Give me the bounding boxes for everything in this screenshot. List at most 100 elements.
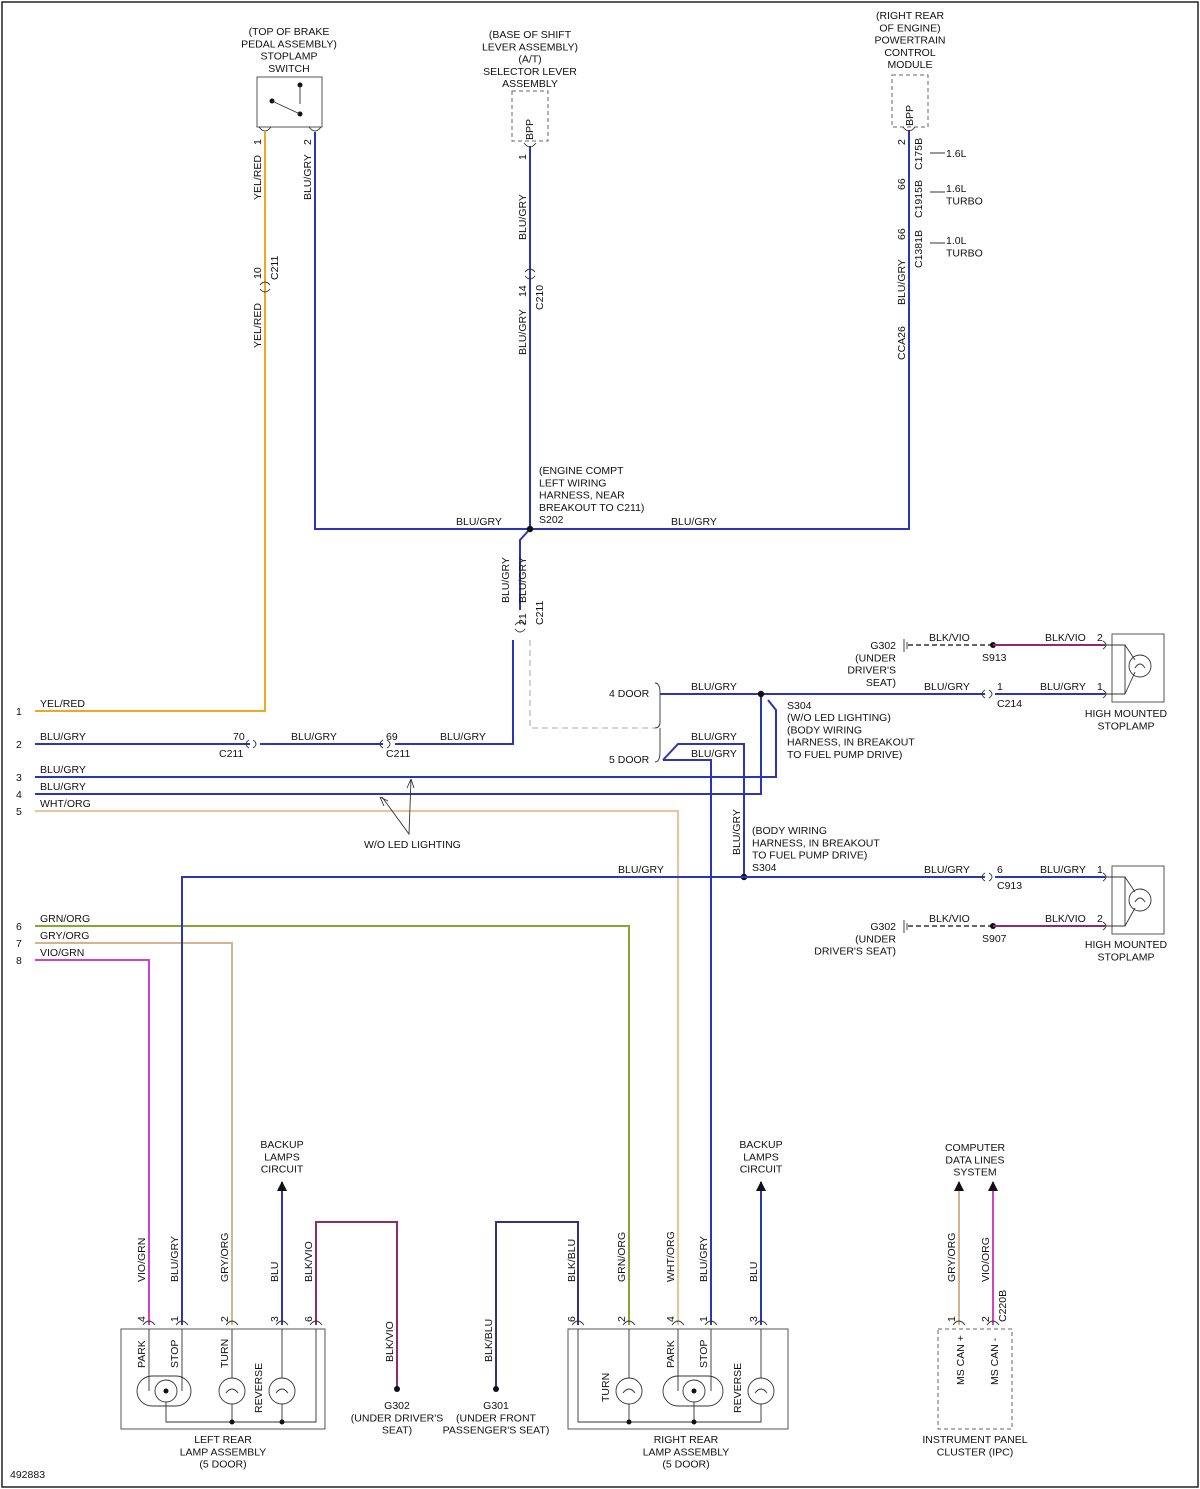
lamp1-leads xyxy=(1105,644,1136,695)
connector-c211-mid: C211 xyxy=(534,601,546,625)
wire-label-row3: BLU/GRY xyxy=(40,764,86,776)
wire-label-blu-gry-c211-a: BLU/GRY xyxy=(500,557,512,603)
ground-icon xyxy=(903,920,908,933)
connector-c1915b: C1915B xyxy=(913,180,925,218)
connector-c1381b: C1381B xyxy=(913,230,925,268)
wire-label-yel-red-1: YEL/RED xyxy=(252,155,264,200)
pin-70: 70 xyxy=(233,731,245,743)
lamp2-leads xyxy=(1105,876,1136,927)
wire-blu-gry-pcm xyxy=(530,130,910,530)
wire-label-blkblu-g301: BLK/BLU xyxy=(483,1319,495,1362)
row-1: 1 xyxy=(16,706,22,718)
ipc-box xyxy=(937,1328,1013,1430)
connector-c175b: C175B xyxy=(913,138,925,170)
vlabel-blu-left: BLU xyxy=(269,1262,281,1282)
wire-label-row7: GRY/ORG xyxy=(40,930,89,942)
pin-66-b: 66 xyxy=(896,228,908,240)
connector-c220b: C220B xyxy=(997,1290,1009,1322)
wire-label-row1: YEL/RED xyxy=(40,698,85,710)
row-6: 6 xyxy=(16,921,22,933)
wire-label-row6: GRN/ORG xyxy=(40,913,90,925)
arrow-up-icon xyxy=(988,1181,998,1191)
vlabel-blu-gry-right: BLU/GRY xyxy=(698,1236,710,1282)
wire-label-blkvio-3: BLK/VIO xyxy=(929,913,970,925)
wire-c211-69 xyxy=(395,640,514,745)
row-5: 5 xyxy=(16,806,22,818)
pin-c214-1: 1 xyxy=(997,681,1003,693)
lp-pin-1: 1 xyxy=(169,1316,181,1322)
pin-c913-6: 6 xyxy=(997,864,1003,876)
wire-label-blu-gry-s202-right: BLU/GRY xyxy=(671,516,717,528)
connector-c211-70: C211 xyxy=(219,748,243,760)
pcm-box xyxy=(891,74,929,128)
lp-pin-6: 6 xyxy=(303,1316,315,1322)
selector-bpp-label: BPP xyxy=(524,119,536,140)
wire-row3 xyxy=(35,699,777,778)
rp-pin-2: 2 xyxy=(616,1316,628,1322)
wire-label-5door-vert: BLU/GRY xyxy=(731,809,743,855)
wire-label-blu-gry-switch: BLU/GRY xyxy=(302,154,314,200)
pin-66-a: 66 xyxy=(896,178,908,190)
high-stoplamp-1-box xyxy=(1111,633,1165,703)
s304-top-label: S304 xyxy=(787,700,812,712)
connector-c210: C210 xyxy=(534,285,546,310)
vlabel-wht-org-right: WHT/ORG xyxy=(665,1231,677,1282)
wire-label-s304-left: BLU/GRY xyxy=(618,864,664,876)
rp-pin-4: 4 xyxy=(665,1316,677,1322)
wire-label-blu-gry-pcm: BLU/GRY xyxy=(896,259,908,305)
wire-label-blkvio-2: BLK/VIO xyxy=(1045,632,1086,644)
pin-21: 21 xyxy=(517,613,529,625)
wire-label-row2: BLU/GRY xyxy=(40,731,86,743)
arrow-heads xyxy=(379,778,415,807)
wire-blk-blu xyxy=(495,1221,579,1388)
bulb-icon xyxy=(1128,888,1152,912)
vlabel-blu-right: BLU xyxy=(748,1262,760,1282)
left-lamp-box xyxy=(120,1328,326,1430)
wire-row6 xyxy=(35,925,630,1325)
wire-left-stop xyxy=(181,876,744,1325)
pin-lamp2-2: 2 xyxy=(1097,913,1103,925)
pin-selector-1: 1 xyxy=(517,154,529,160)
rp-pin-1: 1 xyxy=(698,1316,710,1322)
wire-label-blu-gry-c211-b: BLU/GRY xyxy=(517,557,529,603)
wire-label-5door-a: BLU/GRY xyxy=(691,731,737,743)
wire-label-s304-c913: BLU/GRY xyxy=(924,864,970,876)
wire-row8 xyxy=(35,959,150,1325)
row-2: 2 xyxy=(16,739,22,751)
wire-label-blkvio-1: BLK/VIO xyxy=(929,632,970,644)
right-turn-label: TURN xyxy=(600,1373,612,1402)
connector-c913: C913 xyxy=(997,880,1022,892)
door-brace xyxy=(654,682,661,763)
wire-label-c214-lamp: BLU/GRY xyxy=(1040,681,1086,693)
right-stop-label: STOP xyxy=(698,1340,710,1368)
arrow-up-icon xyxy=(954,1181,964,1191)
right-reverse-label: REVERSE xyxy=(732,1363,744,1413)
ground-dot xyxy=(493,1386,499,1392)
wire-row7 xyxy=(35,942,233,1325)
wire-label-blu-gry-sel-1: BLU/GRY xyxy=(517,194,529,240)
connector-c211-69: C211 xyxy=(386,748,410,760)
lp-pin-2: 2 xyxy=(219,1316,231,1322)
row-8: 8 xyxy=(16,955,22,967)
splice-s304-top xyxy=(757,690,765,698)
wire-label-blu-gry-sel-2: BLU/GRY xyxy=(517,309,529,355)
ms-can-plus-label: MS CAN + xyxy=(955,1335,967,1385)
wire-label-yel-red-2: YEL/RED xyxy=(252,303,264,348)
pin-14: 14 xyxy=(517,285,529,297)
pcm-bpp-label: BPP xyxy=(904,105,916,126)
wo-led-label: W/O LED LIGHTING xyxy=(364,839,461,851)
connector-c211-top: C211 xyxy=(269,256,281,280)
left-stop-label: STOP xyxy=(169,1340,181,1368)
four-door-label: 4 DOOR xyxy=(609,688,650,700)
